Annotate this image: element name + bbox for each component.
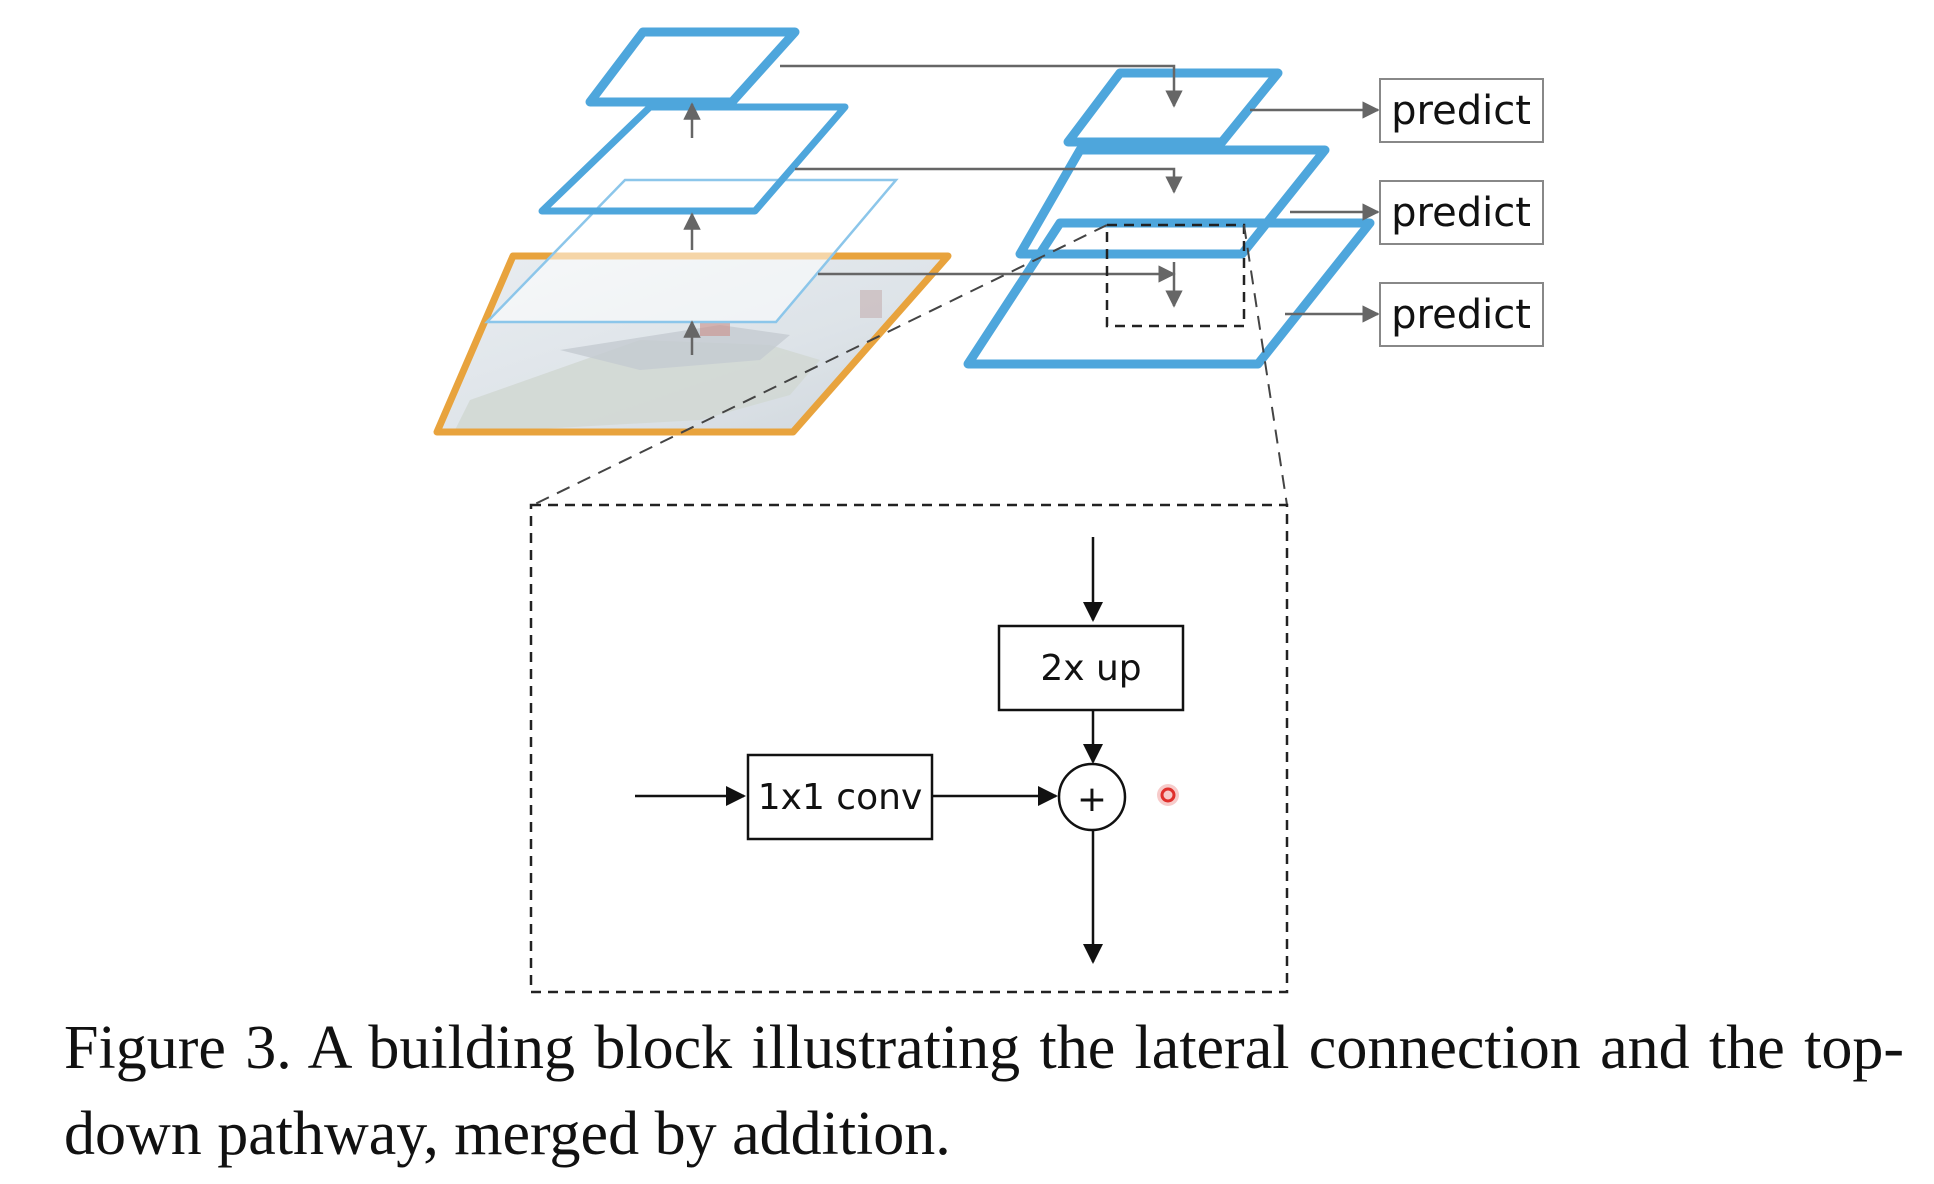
top-down-pathway <box>532 64 1375 506</box>
building-block-detail: 2x up 1x1 conv + <box>529 503 1289 994</box>
predict-label-3: predict <box>1391 292 1531 338</box>
predict-heads: predict predict predict <box>1250 78 1544 347</box>
zoom-line-left <box>532 224 1108 506</box>
predict-box-2: predict <box>1379 180 1544 245</box>
predict-box-3: predict <box>1379 282 1544 347</box>
predict-label-2: predict <box>1391 190 1531 236</box>
predict-box-1: predict <box>1379 78 1544 143</box>
upsample-label: 2x up <box>1040 648 1141 689</box>
addition-node: + <box>1057 762 1127 832</box>
building-block-frame <box>529 503 1289 994</box>
feature-level-c3 <box>538 103 849 215</box>
bottom-up-pathway <box>433 27 952 436</box>
conv-label: 1x1 conv <box>758 777 923 818</box>
lateral-connection-top <box>780 64 1183 108</box>
lateral-connection-middle <box>795 167 1183 194</box>
upsample-box: 2x up <box>997 624 1185 712</box>
feature-level-c4 <box>585 27 800 107</box>
zoom-line-right <box>1243 224 1288 506</box>
predict-label-1: predict <box>1391 88 1531 134</box>
focus-region <box>1105 223 1246 328</box>
merged-level-p4 <box>1063 68 1283 147</box>
feature-level-c2 <box>484 178 899 324</box>
fpn-diagram: predict predict predict 2x up 1x1 conv <box>433 27 1544 994</box>
figure-caption: Figure 3. A building block illustrating … <box>64 1014 1904 1168</box>
cursor-indicator <box>1157 784 1179 806</box>
merged-level-p3 <box>1015 145 1330 259</box>
conv-box: 1x1 conv <box>746 753 934 841</box>
addition-symbol: + <box>1077 779 1107 820</box>
